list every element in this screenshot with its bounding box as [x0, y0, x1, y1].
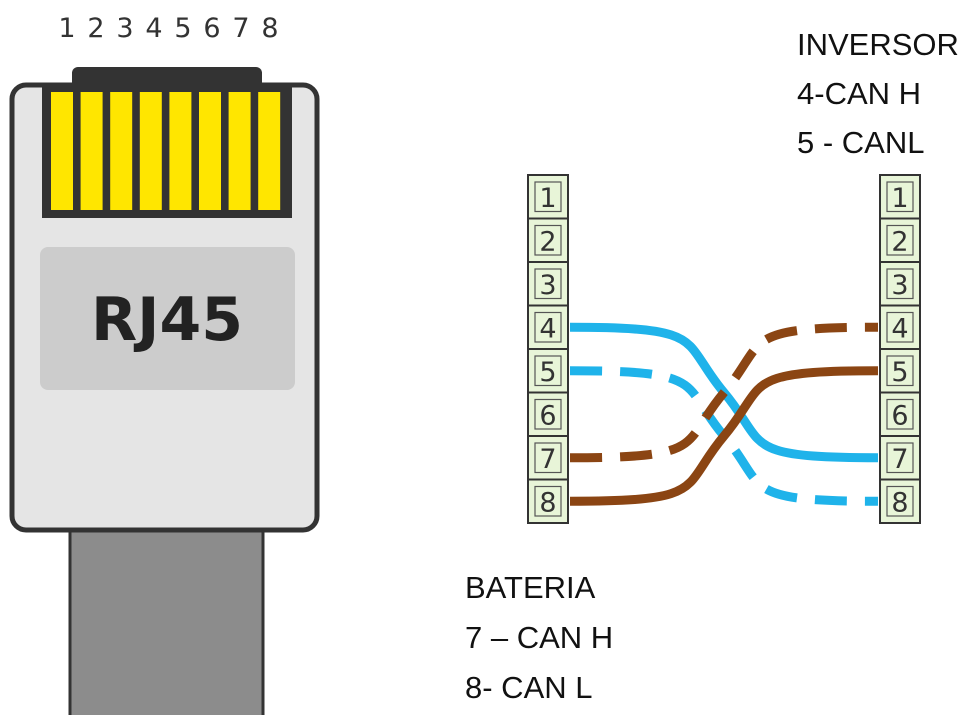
plug-contact-7: [228, 92, 251, 210]
inverter-terminal-number-8: 8: [891, 487, 908, 518]
inverter-terminal-number-6: 6: [891, 400, 908, 431]
plug-contact-6: [199, 92, 221, 210]
wire-8-to-5: [569, 366, 879, 506]
plug-contact-8: [258, 92, 281, 210]
battery-caption-line-1: BATERIA: [465, 570, 596, 605]
plug-label-panel: [40, 247, 295, 390]
battery-terminal-cell-frame-1: [534, 181, 562, 213]
plug-contacts-frame: [42, 85, 292, 218]
inverter-terminal-cell-frame-8: [886, 485, 914, 517]
inverter-caption-line-3: 5 - CANL: [797, 125, 924, 160]
plug-pin-number-5: 5: [174, 13, 191, 44]
inverter-terminal-number-4: 4: [891, 313, 908, 344]
inverter-terminal-number-7: 7: [891, 444, 908, 475]
battery-caption-line-2: 7 – CAN H: [465, 620, 613, 655]
battery-terminal-cell-frame-3: [534, 268, 562, 300]
battery-terminal-cell-frame-8: [534, 485, 562, 517]
inverter-terminal-cell-frame-6: [886, 398, 914, 430]
battery-caption: BATERIA 7 – CAN H 8- CAN L: [465, 570, 613, 705]
wires: [569, 322, 879, 506]
battery-terminal-number-3: 3: [539, 270, 556, 301]
plug-contact-4: [139, 92, 162, 210]
battery-terminal-number-5: 5: [539, 357, 556, 388]
plug-cable: [68, 518, 265, 715]
inverter-terminal-cell-frame-7: [886, 442, 914, 474]
inverter-terminal-cell-frame-1: [886, 181, 914, 213]
plug-pin-number-3: 3: [116, 13, 133, 44]
battery-terminal-cell-frame-4: [534, 311, 562, 343]
inverter-terminal-number-1: 1: [891, 183, 908, 214]
plug-contact-5: [169, 92, 192, 210]
plug-pin-number-8: 8: [261, 13, 278, 44]
inverter-terminal-number-2: 2: [891, 226, 908, 257]
battery-terminal-cell-frame-7: [534, 442, 562, 474]
plug-contact-1: [51, 92, 73, 210]
inverter-terminal-cell-frame-5: [886, 355, 914, 387]
battery-terminal-number-1: 1: [539, 183, 556, 214]
inverter-terminal-block: 1 2 3 4 5 6 7 8: [879, 174, 921, 524]
battery-terminal-number-2: 2: [539, 226, 556, 257]
plug-pin-number-7: 7: [232, 13, 249, 44]
battery-terminal-cell-frame-2: [534, 224, 562, 256]
battery-terminal-number-7: 7: [539, 444, 556, 475]
battery-terminal-block: 1 2 3 4 5 6 7 8: [527, 174, 569, 524]
battery-terminal-cell-frame-6: [534, 398, 562, 430]
battery-terminal-number-6: 6: [539, 400, 556, 431]
plug-pin-number-2: 2: [87, 13, 104, 44]
wire-7-to-4: [569, 322, 879, 463]
plug-label: RJ45: [91, 285, 243, 355]
battery-terminal-cell-frame-5: [534, 355, 562, 387]
inverter-caption-line-2: 4-CAN H: [797, 76, 921, 111]
plug-contact-2: [80, 92, 103, 210]
inverter-caption: INVERSOR 4-CAN H 5 - CANL: [797, 27, 959, 160]
plug-contact-3: [110, 92, 133, 210]
inverter-terminal-number-5: 5: [891, 357, 908, 388]
inverter-terminal-cell-frame-2: [886, 224, 914, 256]
plug-contacts: [51, 92, 281, 210]
plug-pin-number-1: 1: [58, 13, 75, 44]
inverter-terminal-cell-frame-4: [886, 311, 914, 343]
inverter-caption-line-1: INVERSOR: [797, 27, 959, 62]
battery-terminal-number-4: 4: [539, 313, 556, 344]
battery-caption-line-3: 8- CAN L: [465, 670, 592, 705]
plug-pin-number-4: 4: [145, 13, 162, 44]
plug-pin-number-6: 6: [203, 13, 220, 44]
battery-terminal-number-8: 8: [539, 487, 556, 518]
inverter-terminal-cell-frame-3: [886, 268, 914, 300]
inverter-terminal-number-3: 3: [891, 270, 908, 301]
